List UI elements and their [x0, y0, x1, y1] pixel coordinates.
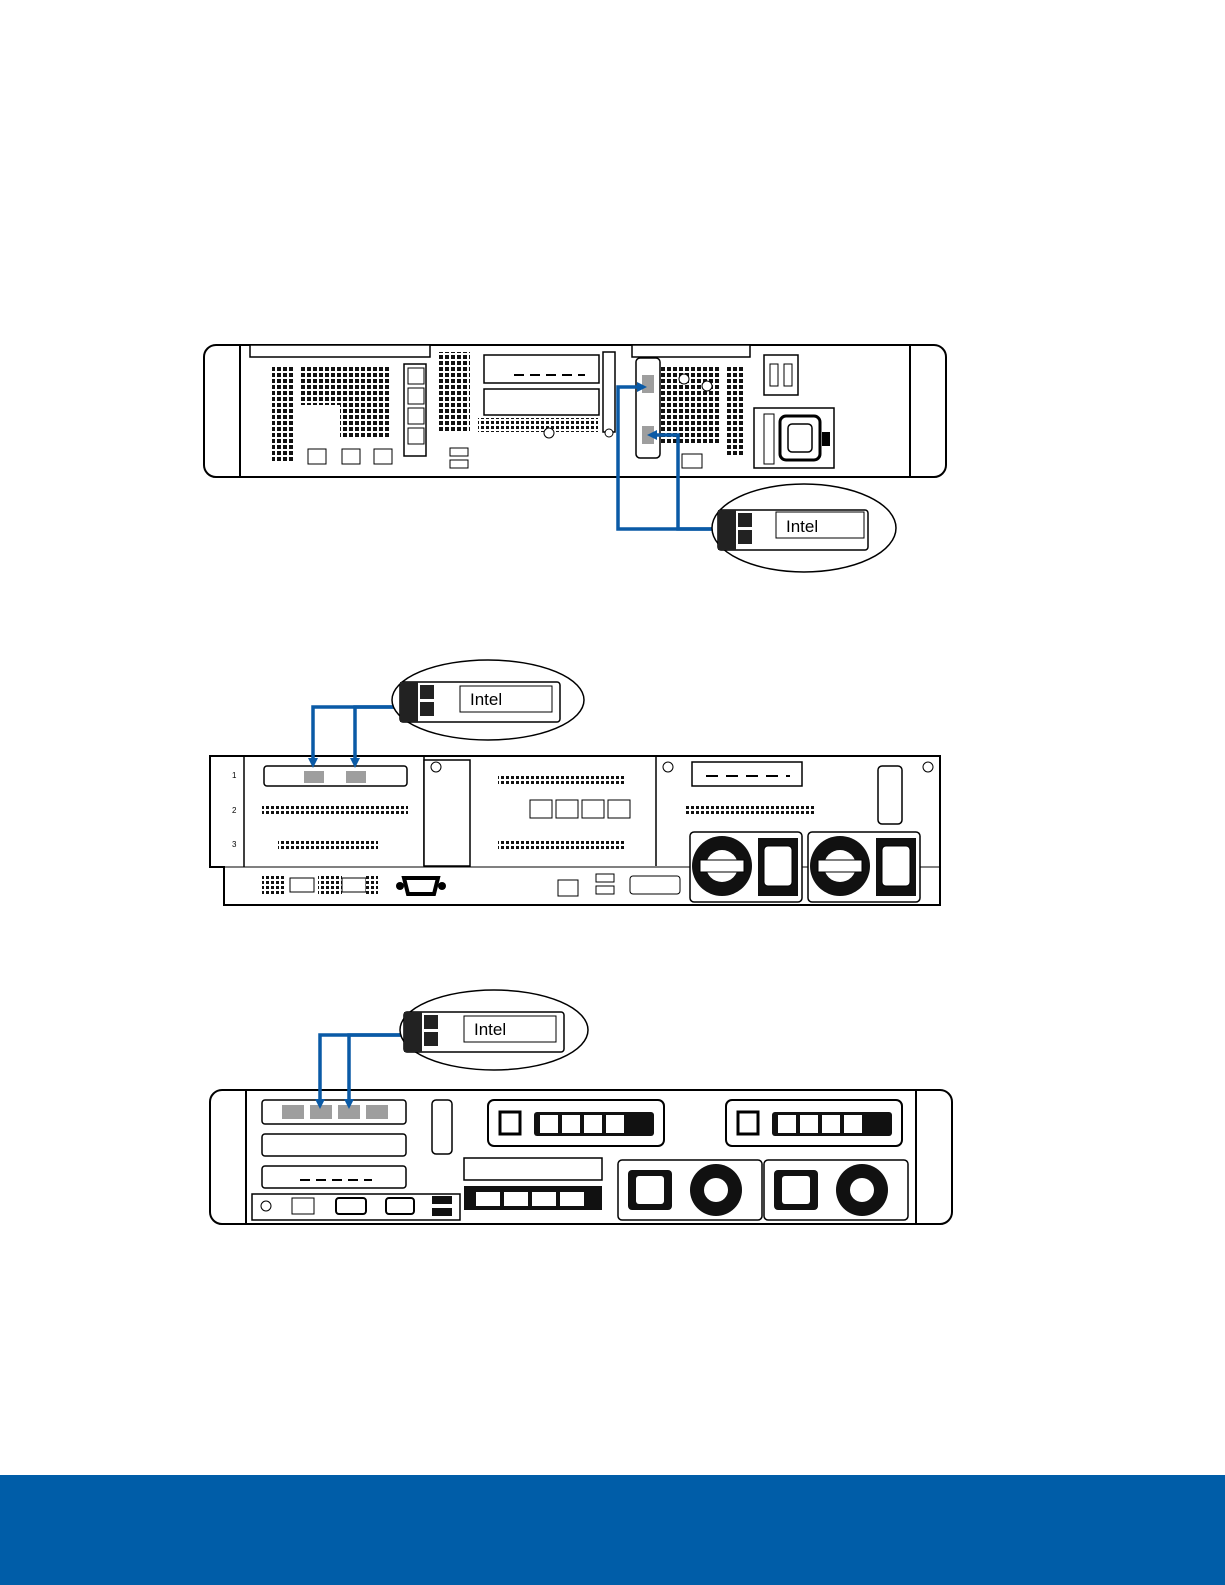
pcie-slot: [262, 1166, 406, 1188]
slot-label: 2: [232, 806, 237, 815]
serial-port[interactable]: [386, 1198, 414, 1214]
vga-port[interactable]: [682, 454, 702, 468]
usb-port[interactable]: [432, 1196, 452, 1204]
screw-icon: [605, 429, 613, 437]
sfp-transceiver-callout: Intel: [392, 660, 584, 740]
sfp-port-highlight: [338, 1105, 360, 1119]
drive-bay: [726, 1100, 902, 1146]
sfp-port-highlight: [346, 771, 366, 783]
pcie-slot: [484, 389, 599, 415]
screw-icon: [702, 381, 712, 391]
vga-port[interactable]: [336, 1198, 366, 1214]
slot-label: 3: [232, 840, 237, 849]
vent-grille: [438, 352, 470, 432]
usb-port[interactable]: [432, 1208, 452, 1216]
server-figure-2: 1 2 3: [210, 660, 940, 905]
footer-bar: [0, 1475, 1225, 1585]
screw-icon: [544, 428, 554, 438]
sfp-port-highlight: [310, 1105, 332, 1119]
vent-grille: [726, 365, 744, 455]
fiber-cable: [355, 707, 402, 763]
ethernet-port[interactable]: [582, 800, 604, 818]
ethernet-port[interactable]: [560, 1192, 584, 1206]
ethernet-port[interactable]: [292, 1198, 314, 1214]
vent-grille: [660, 365, 720, 445]
sfp-label: Intel: [470, 690, 502, 709]
screw-icon: [431, 762, 441, 772]
sfp-port-highlight: [282, 1105, 304, 1119]
power-button-icon[interactable]: [261, 1201, 271, 1211]
vent-grille: [300, 365, 390, 405]
vga-port[interactable]: [404, 878, 438, 894]
sfp-label: Intel: [786, 517, 818, 536]
vent-grille: [340, 405, 390, 437]
drive-bay: [488, 1100, 664, 1146]
power-supply: [618, 1160, 762, 1220]
ethernet-port[interactable]: [476, 1192, 500, 1206]
ethernet-port[interactable]: [308, 449, 326, 464]
screw-icon: [923, 762, 933, 772]
server-figure-1: Intel: [204, 345, 946, 572]
usb-port[interactable]: [596, 874, 614, 882]
pcie-slot: [262, 1134, 406, 1156]
serial-port[interactable]: [630, 876, 680, 894]
pcie-slot: [484, 355, 599, 383]
ethernet-port[interactable]: [608, 800, 630, 818]
sfp-transceiver-callout: Intel: [400, 990, 588, 1070]
ethernet-port-stack: [404, 364, 426, 456]
power-supply: [690, 832, 802, 902]
vent-grille: [272, 365, 294, 461]
pcie-slot: [264, 766, 407, 786]
power-supply: [764, 1160, 908, 1220]
ethernet-port[interactable]: [558, 880, 578, 896]
usb-port[interactable]: [450, 460, 468, 468]
screw-icon: [663, 762, 673, 772]
serial-port[interactable]: [878, 766, 902, 824]
ethernet-port[interactable]: [342, 449, 360, 464]
ethernet-port[interactable]: [530, 800, 552, 818]
ethernet-port[interactable]: [532, 1192, 556, 1206]
sfp-port-highlight: [366, 1105, 388, 1119]
pcie-slot: [692, 762, 802, 786]
ethernet-port[interactable]: [504, 1192, 528, 1206]
slot-label: 1: [232, 771, 237, 780]
power-supply: [808, 832, 920, 902]
usb-port[interactable]: [450, 448, 468, 456]
sfp-label: Intel: [474, 1020, 506, 1039]
sfp-port-highlight: [304, 771, 324, 783]
power-switch[interactable]: [764, 355, 798, 395]
ethernet-port[interactable]: [374, 449, 392, 464]
usb-port[interactable]: [596, 886, 614, 894]
sfp-port-highlight: [642, 375, 654, 393]
screw-icon: [679, 374, 689, 384]
fiber-cable: [313, 707, 402, 763]
server-figure-3: Intel: [210, 990, 952, 1224]
ethernet-port[interactable]: [556, 800, 578, 818]
sfp-transceiver-callout: Intel: [712, 484, 896, 572]
